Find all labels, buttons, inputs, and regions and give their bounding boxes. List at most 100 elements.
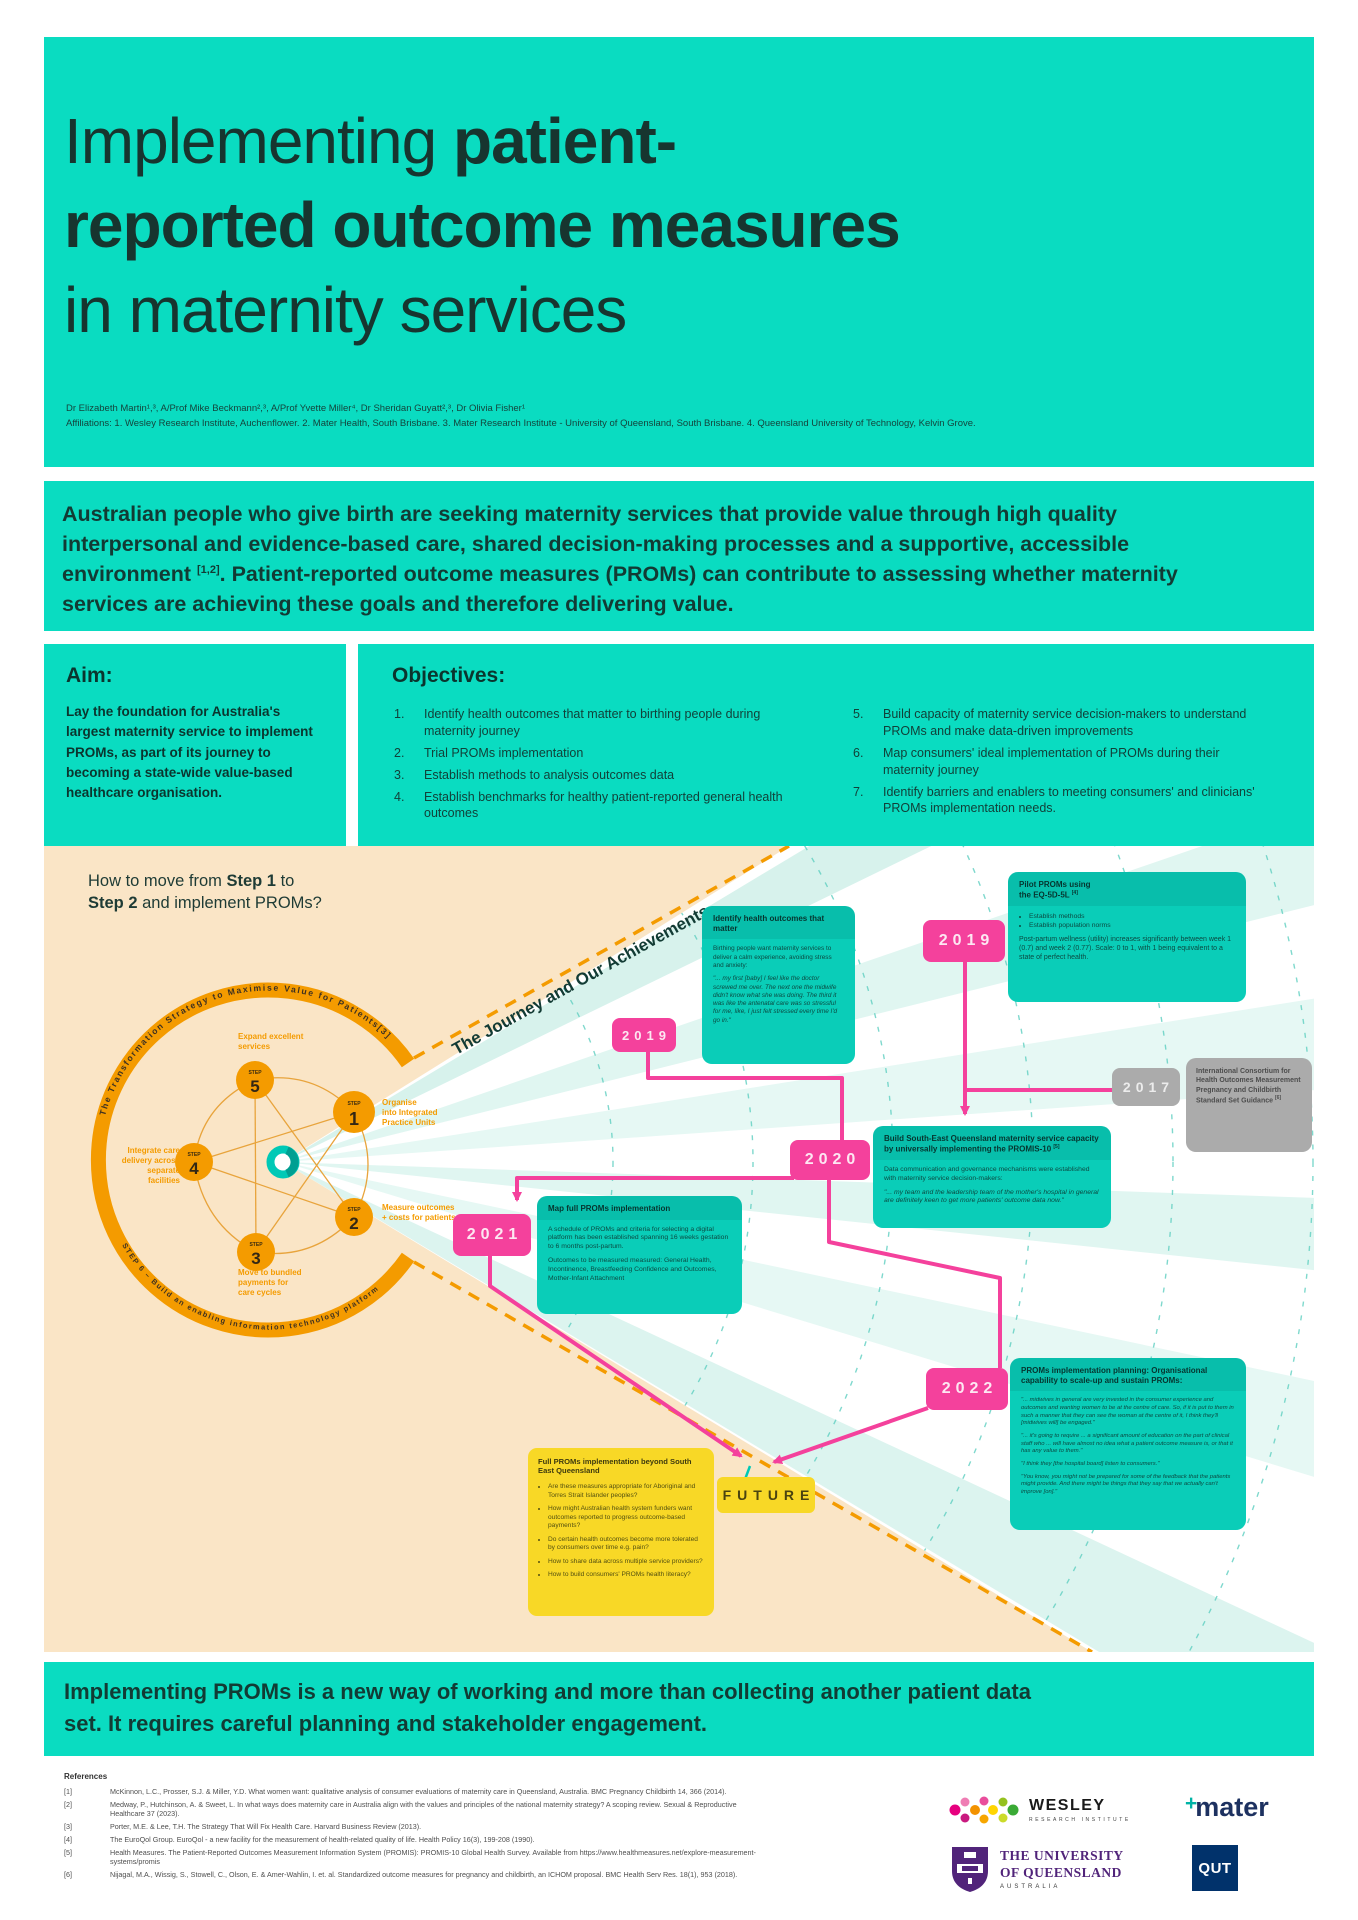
wesley-molecule-icon (949, 1796, 1019, 1824)
caption-step3: Move to bundled payments for care cycles (238, 1268, 302, 1297)
reference-item: [2]Medway, P., Hutchinson, A. & Sweet, L… (64, 1799, 737, 1819)
header-band: Implementing patient- reported outcome m… (44, 37, 1314, 467)
objective-item: 4.Establish benchmarks for healthy patie… (394, 789, 783, 821)
objective-item: 6.Map consumers' ideal implementation of… (853, 745, 1220, 777)
step-circles: STEP 1 STEP 2 STEP 3 STEP 4 (175, 1061, 375, 1271)
year-label-2019-right: 2019 (923, 920, 1005, 962)
svg-text:3: 3 (251, 1249, 260, 1268)
aim-heading: Aim: (66, 664, 113, 687)
year-label-2017: 2017 (1112, 1068, 1180, 1106)
intro-text: . Patient-reported outcome measures (PRO… (62, 562, 1178, 617)
aim-body: Lay the foundation for Australia's large… (66, 704, 313, 800)
year-label-2020: 2020 (790, 1140, 870, 1180)
objective-item: 1.Identify health outcomes that matter t… (394, 707, 761, 738)
title-part-light: in maternity services (64, 273, 627, 346)
step-circle-5: STEP 5 (236, 1061, 274, 1099)
step-circle-4: STEP 4 (175, 1143, 213, 1181)
references-section: References [1]McKinnon, L.C., Prosser, S… (64, 1772, 804, 1883)
timeline-connectors (488, 960, 1118, 1465)
svg-text:STEP: STEP (347, 1207, 361, 1213)
conclusion-band: Implementing PROMs is a new way of worki… (44, 1662, 1314, 1756)
objectives-column-2: 5.Build capacity of maternity service de… (853, 706, 1273, 822)
uq-logo: The University Of Queensland AUSTRALIA (950, 1845, 1124, 1893)
poster-title: Implementing patient- reported outcome m… (64, 99, 1264, 352)
references-heading: References (64, 1772, 108, 1781)
wesley-logo: WESLEY RESEARCH INSTITUTE (947, 1792, 1131, 1828)
svg-text:2: 2 (349, 1214, 358, 1233)
connector-2020-2021 (512, 1176, 794, 1202)
card-build-capacity: Build South-East Queensland maternity se… (873, 1126, 1111, 1228)
uq-australia-label: AUSTRALIA (1000, 1884, 1061, 1891)
step-circle-2: STEP 2 (335, 1198, 373, 1236)
fan-boundary-dashed-bottom (413, 1260, 1093, 1652)
objective-item: 3.Establish methods to analysis outcomes… (394, 767, 675, 782)
connector-2022-future (772, 1406, 929, 1465)
connector-2021-future (488, 1254, 743, 1458)
objective-item: 5.Build capacity of maternity service de… (853, 707, 1247, 738)
title-part-bold: patient- (452, 105, 677, 177)
objective-item: 2.Trial PROMs implementation (394, 745, 584, 760)
future-label: FUTURE (717, 1477, 815, 1513)
intro-paragraph: Australian people who give birth are see… (62, 499, 1252, 619)
card-identify-outcomes: Identify health outcomes that matter Bir… (702, 906, 855, 1064)
wesley-wordmark: WESLEY (1029, 1796, 1106, 1814)
strategy-ring (90, 982, 415, 1338)
mater-logo: +mater (1185, 1793, 1269, 1821)
reference-item: [6]Nijagal, M.A., Wissig, S., Stowell, C… (64, 1870, 738, 1880)
caption-step5: Expand excellent services (238, 1032, 304, 1051)
reference-item: [3]Porter, M.E. & Lee, T.H. The Strategy… (64, 1822, 422, 1832)
card-ichom-guidance: International Consortium for Health Outc… (1186, 1058, 1312, 1152)
uq-shield-icon (952, 1847, 988, 1892)
intro-band: Australian people who give birth are see… (44, 481, 1314, 631)
intro-reference-sup: [1,2] (197, 564, 220, 577)
objectives-heading: Objectives: (392, 664, 506, 687)
objective-item: 7.Identify barriers and enablers to meet… (853, 784, 1255, 816)
fan-origin-donut-dark-arc (285, 1146, 299, 1178)
reference-item: [1]McKinnon, L.C., Prosser, S.J. & Mille… (64, 1787, 727, 1796)
svg-text:STEP: STEP (249, 1242, 263, 1248)
objectives-column-1: 1.Identify health outcomes that matter t… (394, 706, 794, 827)
qut-logo: QUT (1192, 1845, 1238, 1891)
reference-item: [4]The EuroQol Group. EuroQol - a new fa… (64, 1834, 535, 1844)
card-future-questions: Full PROMs implementation beyond South E… (528, 1448, 714, 1616)
step-circle-1: STEP 1 (333, 1091, 375, 1133)
svg-text:1: 1 (349, 1109, 359, 1129)
reference-item: [5]Health Measures. The Patient-Reported… (64, 1847, 756, 1867)
caption-step1: Organise into Integrated Practice Units (382, 1098, 438, 1127)
affiliations-line: Affiliations: 1. Wesley Research Institu… (66, 418, 976, 430)
card-planning: PROMs implementation planning: Organisat… (1010, 1358, 1246, 1530)
svg-text:STEP: STEP (187, 1152, 201, 1158)
objectives-panel: Objectives: 1.Identify health outcomes t… (358, 644, 1314, 847)
card-map-implementation: Map full PROMs implementation A schedule… (537, 1196, 742, 1314)
aim-panel: Aim: Lay the foundation for Australia's … (44, 644, 346, 847)
svg-text:STEP: STEP (248, 1070, 262, 1076)
wesley-subtitle: RESEARCH INSTITUTE (1029, 1816, 1131, 1823)
mater-cross-icon: + (1185, 1792, 1198, 1815)
step-circle-3: STEP 3 (237, 1233, 275, 1271)
journey-diagram: The Transformation Strategy to Maximise … (44, 846, 1314, 1652)
connector-2020-2022 (827, 1180, 1002, 1368)
authors-block: Dr Elizabeth Martin¹,³, A/Prof Mike Beck… (66, 401, 1296, 431)
svg-text:4: 4 (189, 1159, 199, 1178)
pilot-bullets: Establish methods Establish population n… (1019, 912, 1235, 930)
conclusion-statement: Implementing PROMs is a new way of worki… (64, 1679, 1031, 1736)
future-question-bullets: Are these measures appropriate for Abori… (538, 1483, 704, 1580)
authors-line: Dr Elizabeth Martin¹,³, A/Prof Mike Beck… (66, 403, 525, 414)
mater-wordmark: mater (1195, 1792, 1269, 1822)
howto-question: How to move from Step 1 to Step 2 and im… (88, 872, 322, 913)
year-label-2022: 2022 (926, 1368, 1008, 1410)
svg-text:5: 5 (250, 1077, 259, 1096)
caption-step2: Measure outcomes + costs for patients (382, 1203, 456, 1222)
year-label-2021: 2021 (453, 1214, 531, 1256)
title-part-bold: reported outcome measures (64, 189, 901, 262)
caption-step4: Integrate care delivery across separate … (121, 1146, 180, 1185)
uq-wordmark-line1: The University (1000, 1847, 1124, 1863)
title-part-light: Implementing (64, 105, 453, 177)
connector-2019-2020 (646, 1052, 844, 1142)
svg-text:STEP: STEP (347, 1101, 361, 1107)
fan-boundary-dashed-top (413, 846, 790, 1060)
uq-wordmark-line2: Of Queensland (1000, 1864, 1122, 1880)
year-label-2019-left: 2019 (612, 1018, 676, 1052)
